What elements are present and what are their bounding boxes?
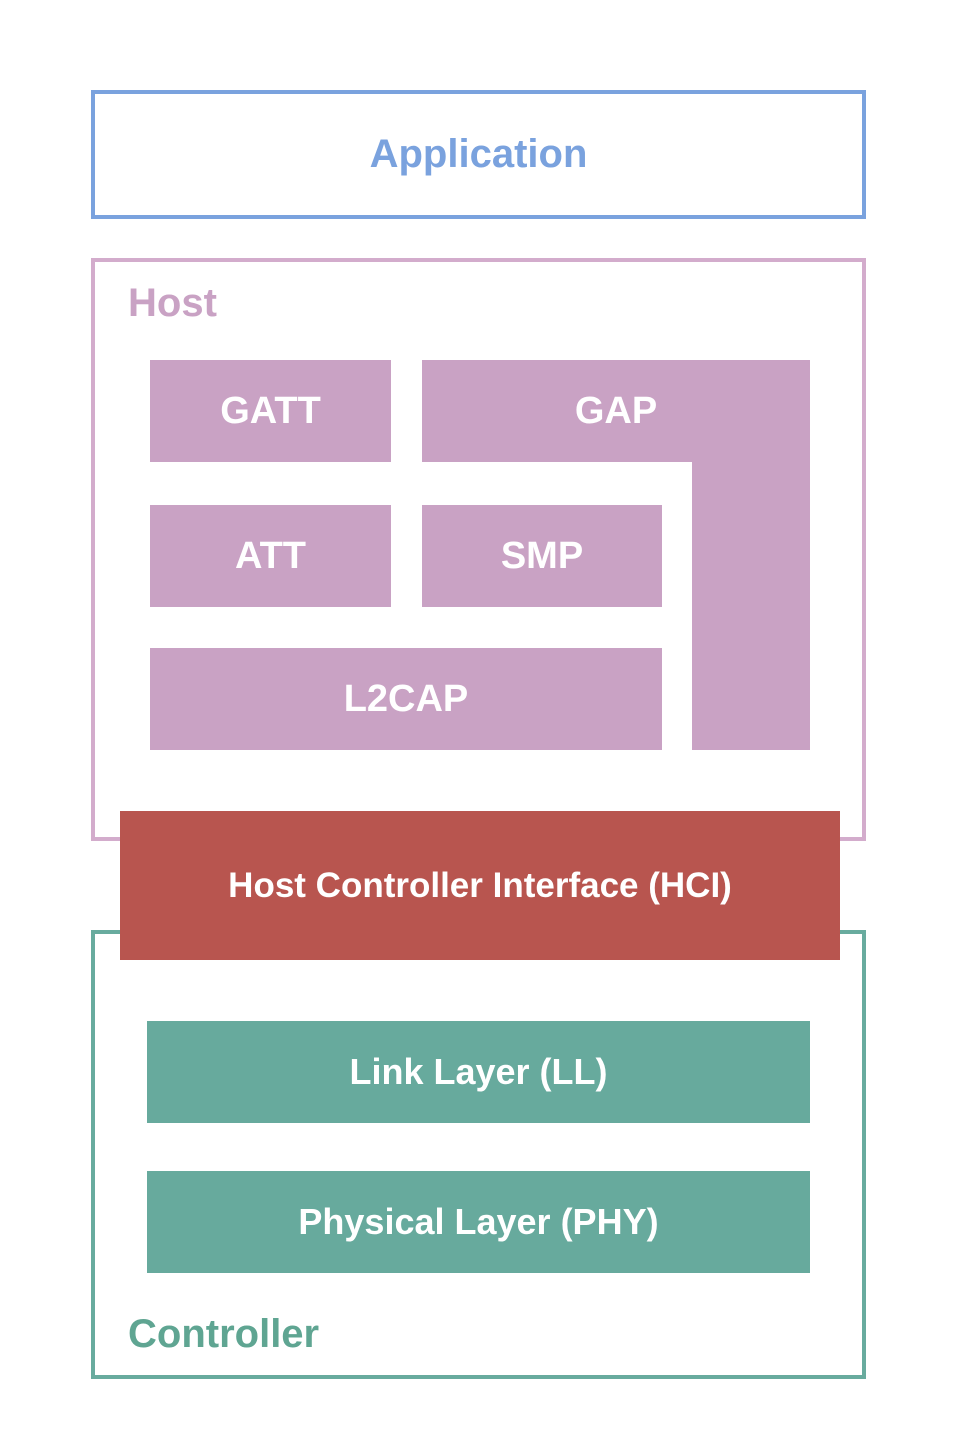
application-label: Application: [369, 132, 588, 176]
gap-label-zone: GAP: [422, 360, 810, 462]
gatt-block: GATT: [150, 360, 391, 462]
l2cap-block: L2CAP: [150, 648, 662, 750]
gap-label: GAP: [574, 389, 658, 432]
hci-label: Host Controller Interface (HCI): [228, 865, 732, 905]
smp-block: SMP: [422, 505, 662, 607]
link-layer-block: Link Layer (LL): [147, 1021, 810, 1123]
physical-layer-label: Physical Layer (PHY): [298, 1201, 659, 1242]
hci-block: Host Controller Interface (HCI): [120, 811, 840, 960]
controller-label: Controller: [128, 1312, 320, 1356]
att-label: ATT: [234, 534, 307, 577]
host-label: Host: [128, 281, 217, 325]
gatt-label: GATT: [220, 389, 321, 432]
att-block: ATT: [150, 505, 391, 607]
application-box: Application: [91, 90, 866, 219]
l2cap-label: L2CAP: [343, 677, 469, 720]
physical-layer-block: Physical Layer (PHY): [147, 1171, 810, 1273]
link-layer-label: Link Layer (LL): [349, 1051, 608, 1092]
smp-label: SMP: [500, 534, 584, 577]
